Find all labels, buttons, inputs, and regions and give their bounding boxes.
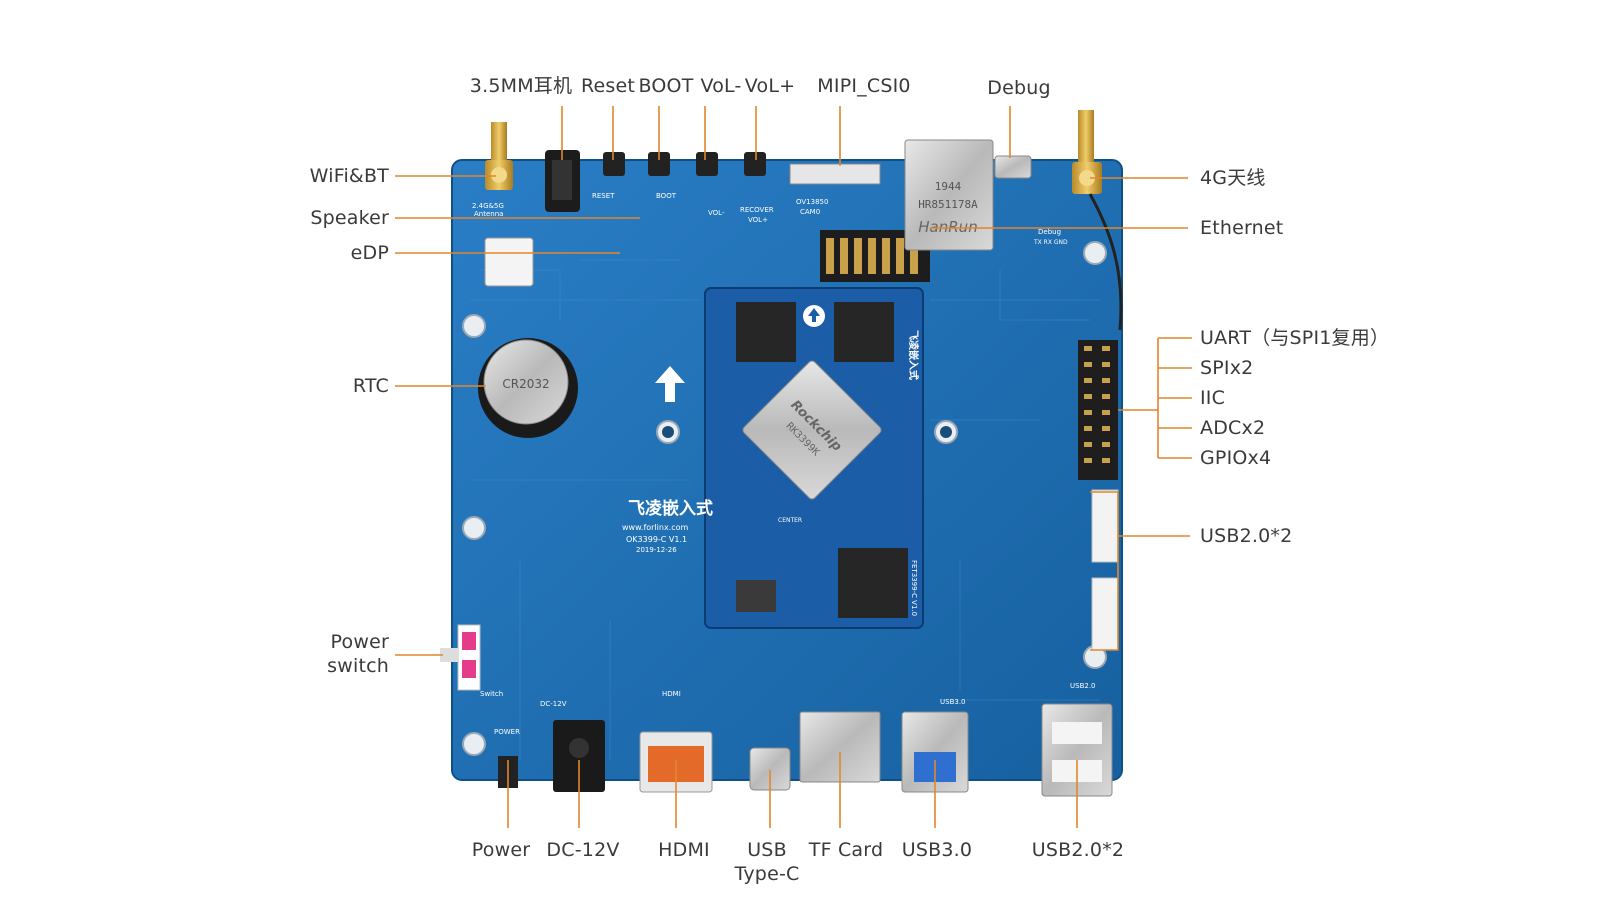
label-spi: SPIx2 xyxy=(1200,357,1254,379)
silk-debug-pins: TX RX GND xyxy=(1033,239,1068,246)
label-wifi: WiFi&BT xyxy=(309,165,389,187)
ethernet-brand: HanRun xyxy=(918,218,977,236)
debug-port xyxy=(994,155,1032,179)
silk-antenna2: Antenna xyxy=(474,210,503,218)
date-text: 2019-12-26 xyxy=(636,546,677,554)
silk-dc: DC-12V xyxy=(540,700,567,708)
mipi-connector xyxy=(789,163,881,185)
label-usb-c-1: USB xyxy=(747,839,787,861)
silk-usb2: USB2.0 xyxy=(1070,682,1096,690)
label-reset: Reset xyxy=(580,75,636,97)
leader-lines xyxy=(395,106,1192,828)
label-usb-c-2: Type-C xyxy=(734,863,800,885)
label-edp: eDP xyxy=(350,242,389,264)
label-tf: TF Card xyxy=(808,839,884,861)
silk-camera-sub: CAM0 xyxy=(800,208,820,216)
silk-center: CENTER xyxy=(778,517,802,524)
ethernet-jack xyxy=(904,139,994,251)
silk-vol: VOL- xyxy=(708,209,725,217)
silk-hdmi: HDMI xyxy=(662,690,681,698)
wifi-antenna xyxy=(485,122,513,190)
ethernet-year: 1944 xyxy=(935,180,962,193)
label-speaker: Speaker xyxy=(310,207,389,229)
rockchip-cpu: Rockchip RK3399K xyxy=(742,360,882,500)
label-power: Power xyxy=(471,839,531,861)
label-antenna-4g: 4G天线 xyxy=(1200,167,1266,189)
label-gpio: GPIOx4 xyxy=(1200,447,1272,469)
silk-recover: RECOVER xyxy=(740,206,774,214)
website-text: www.forlinx.com xyxy=(622,523,689,532)
usb2-headers xyxy=(1091,489,1119,651)
silk-camera: OV13850 xyxy=(796,198,828,206)
label-dc: DC-12V xyxy=(546,839,620,861)
label-vol-minus: VoL- xyxy=(700,75,742,97)
label-usb2-right: USB2.0*2 xyxy=(1200,525,1293,547)
silk-antenna: 2.4G&5G xyxy=(472,202,504,210)
label-rtc: RTC xyxy=(352,375,389,397)
label-ethernet: Ethernet xyxy=(1200,217,1284,239)
model-text: OK3399-C V1.1 xyxy=(626,535,687,544)
silk-boot: BOOT xyxy=(656,192,677,200)
label-uart: UART（与SPI1复用） xyxy=(1200,327,1390,349)
antenna-4g xyxy=(1072,110,1123,331)
label-usb3: USB3.0 xyxy=(901,839,973,861)
wifi-module xyxy=(484,237,534,287)
label-iic: IIC xyxy=(1200,387,1226,409)
brand-text: 飞凌嵌入式 xyxy=(628,498,713,519)
silk-usb3: USB3.0 xyxy=(940,698,966,706)
label-mipi: MIPI_CSI0 xyxy=(817,75,911,97)
label-power-switch-1: Power xyxy=(330,631,389,653)
label-usb2-bottom: USB2.0*2 xyxy=(1031,839,1125,861)
expansion-header xyxy=(1078,340,1118,480)
power-switch xyxy=(440,624,481,691)
silk-reset: RESET xyxy=(592,192,615,200)
battery-text: CR2032 xyxy=(502,377,549,391)
silk-volplus: VOL+ xyxy=(748,216,768,224)
silk-power: POWER xyxy=(494,728,520,736)
label-vol-plus: VoL+ xyxy=(744,75,796,97)
mounting-holes xyxy=(462,241,1107,756)
som-model: FET3399-C V1.0 xyxy=(910,560,918,616)
ethernet-part: HR851178A xyxy=(918,198,978,211)
label-debug: Debug xyxy=(987,77,1051,99)
silk-switch: Switch xyxy=(480,690,503,698)
board-silkscreen: 飞凌嵌入式 www.forlinx.com OK3399-C V1.1 2019… xyxy=(472,192,1096,736)
rtc-battery: CR2032 xyxy=(478,338,578,438)
orientation-arrow-icon xyxy=(655,366,685,402)
label-boot: BOOT xyxy=(638,75,694,97)
label-power-switch-2: switch xyxy=(327,655,389,677)
label-hdmi: HDMI xyxy=(658,839,710,861)
som-brand: 飞凌嵌入式 xyxy=(907,330,920,380)
label-headphone: 3.5MM耳机 xyxy=(469,75,573,97)
silk-debug: Debug xyxy=(1038,228,1061,236)
label-adc: ADCx2 xyxy=(1200,417,1266,439)
push-buttons xyxy=(603,152,766,176)
